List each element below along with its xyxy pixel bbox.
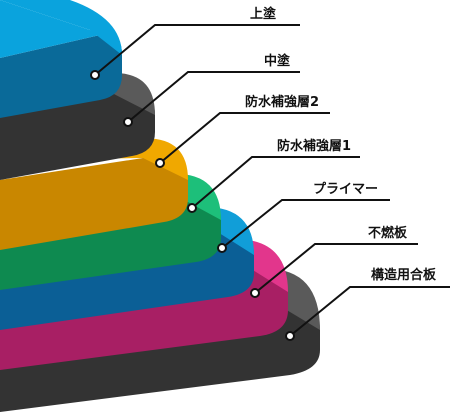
label-layer-4: 防水補強層1: [277, 138, 351, 154]
leaders: [90, 24, 450, 341]
label-layer-3: 防水補強層2: [245, 94, 319, 110]
label-layer-6: 不燃板: [368, 225, 408, 241]
label-layer-2: 中塗: [264, 53, 291, 69]
label-layer-5: プライマー: [313, 182, 378, 197]
label-layer-1: 上塗: [250, 6, 277, 22]
label-layer-7: 構造用合板: [371, 267, 437, 283]
layer-slab-1: [0, 0, 122, 118]
